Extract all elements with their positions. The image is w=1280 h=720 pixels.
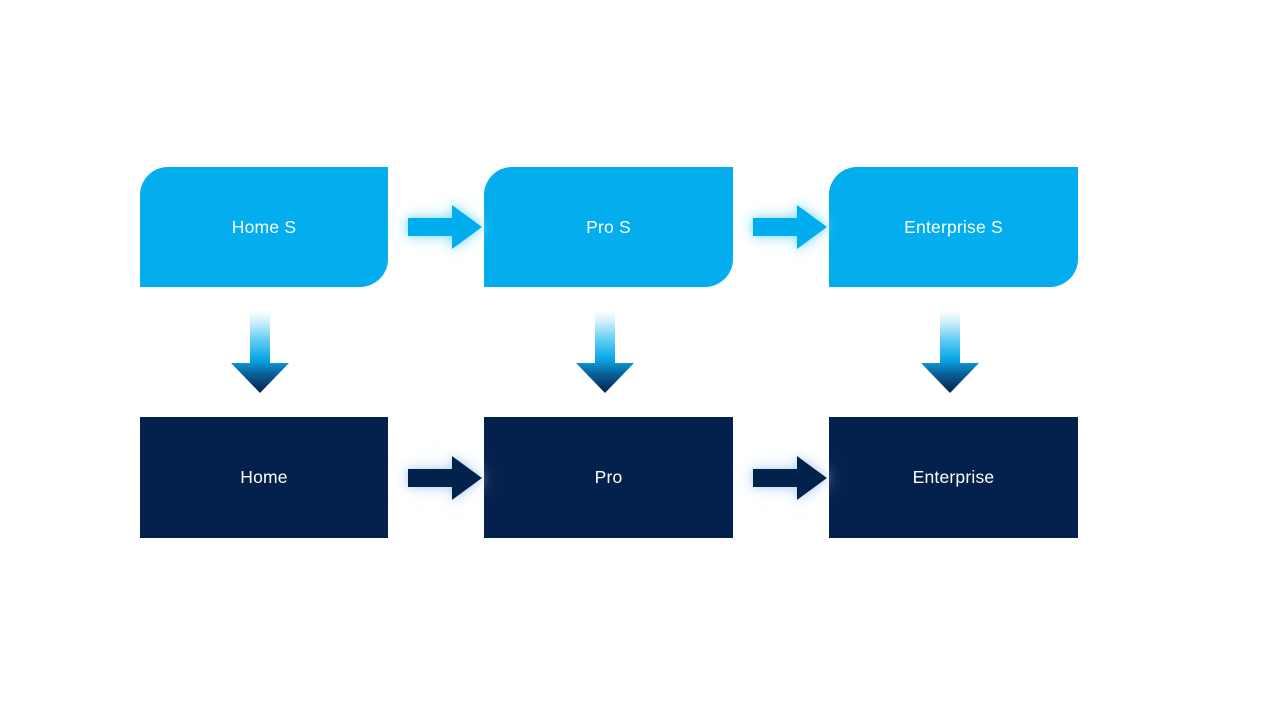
arrow-right-icon-pro-s-to-enterprise-s (753, 205, 827, 249)
arrow-down-icon-pro-s-to-pro (576, 311, 634, 393)
arrow-down-icon-home-s-to-home (231, 311, 289, 393)
node-pro-s[interactable]: Pro S (484, 167, 733, 287)
node-label: Home S (231, 216, 297, 237)
node-label: Enterprise S (904, 216, 1003, 237)
arrow-down-icon-enterprise-s-to-enterprise (921, 311, 979, 393)
node-label: Pro S (586, 216, 631, 237)
arrow-right-icon-pro-to-enterprise (753, 456, 827, 500)
node-label: Pro (594, 467, 623, 487)
node-home-s[interactable]: Home S (140, 167, 388, 287)
arrow-right-icon-home-to-pro (408, 456, 482, 500)
node-label: Home (240, 467, 288, 487)
arrow-right-icon-home-s-to-pro-s (408, 205, 482, 249)
node-enterprise-s[interactable]: Enterprise S (829, 167, 1078, 287)
node-home[interactable]: Home (140, 417, 388, 538)
node-pro[interactable]: Pro (484, 417, 733, 538)
node-enterprise[interactable]: Enterprise (829, 417, 1078, 538)
node-label: Enterprise (912, 467, 995, 487)
